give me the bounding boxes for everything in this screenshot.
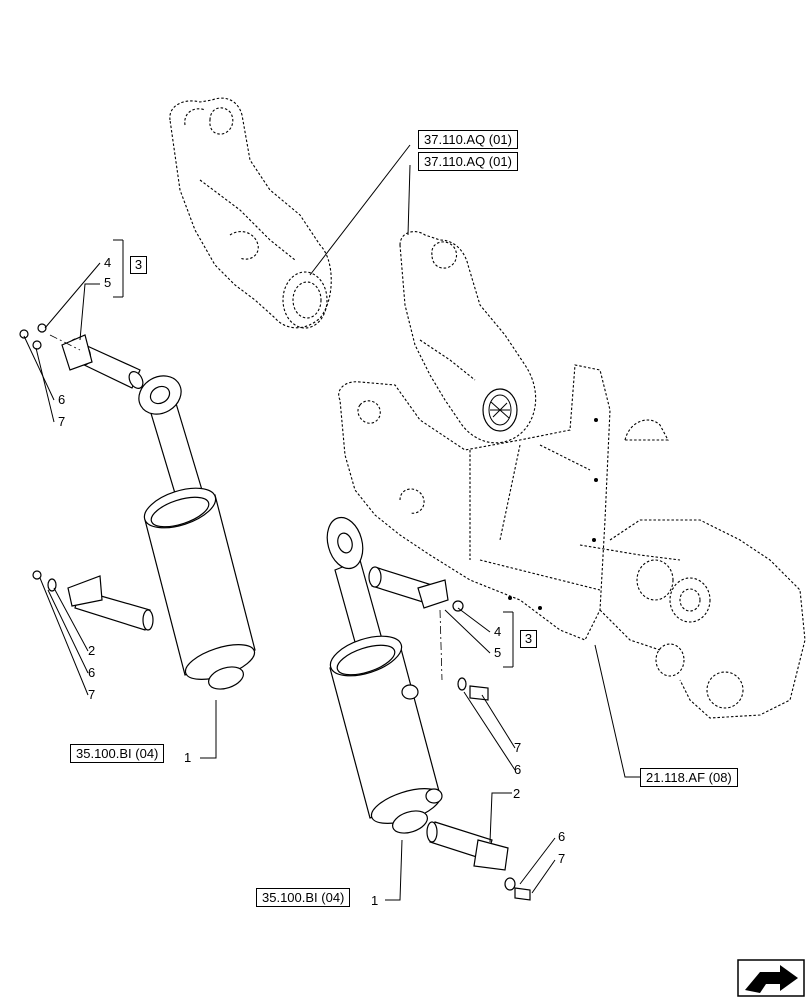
pin-lower-left: [32, 570, 154, 631]
callout-5-right: 5: [494, 645, 502, 660]
callout-7-bottom: 7: [558, 851, 566, 866]
reference-box-cylinder-right[interactable]: 35.100.BI (04): [256, 888, 351, 907]
callout-6-top: 6: [58, 392, 66, 407]
callout-5-top: 5: [104, 275, 112, 290]
callout-6-left: 6: [88, 665, 96, 680]
item-group-box-top: 3: [130, 256, 147, 274]
item-group-box-right: 3: [520, 630, 537, 648]
callout-6-mid: 6: [514, 762, 522, 777]
leader-lines: [23, 144, 640, 901]
pivot-bracket-upper: [169, 97, 332, 329]
callout-1-right: 1: [371, 893, 379, 908]
pin-upper-left: [19, 323, 144, 389]
hydraulic-cylinder-left: [138, 375, 256, 690]
callout-4-top: 4: [104, 255, 112, 270]
reference-box-pin-top-2[interactable]: 37.110.AQ (01): [418, 152, 518, 171]
next-page-arrow-icon[interactable]: [737, 959, 805, 997]
callout-7-mid: 7: [514, 740, 522, 755]
callout-6-bottom: 6: [558, 829, 566, 844]
pivot-bracket-lower: [399, 231, 537, 444]
reference-box-pin-top-1[interactable]: 37.110.AQ (01): [418, 130, 518, 149]
callout-2-right: 2: [513, 786, 521, 801]
loader-frame: [338, 364, 806, 719]
pin-lower-right: [426, 821, 531, 901]
callout-7-left: 7: [88, 687, 96, 702]
reference-box-frame[interactable]: 21.118.AF (08): [640, 768, 738, 787]
callout-7-top: 7: [58, 414, 66, 429]
callout-2-left: 2: [88, 643, 96, 658]
callout-4-right: 4: [494, 624, 502, 639]
callout-1-left: 1: [184, 750, 192, 765]
reference-box-cylinder-left[interactable]: 35.100.BI (04): [70, 744, 165, 763]
hydraulic-cylinder-right: [326, 516, 443, 834]
